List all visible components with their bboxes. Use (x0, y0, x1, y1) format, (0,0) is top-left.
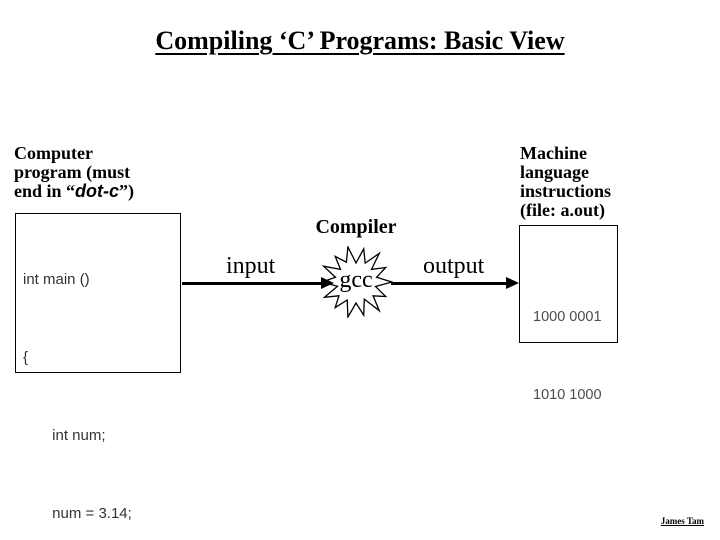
code-line: { (23, 349, 29, 366)
input-arrow-line (182, 282, 323, 285)
gcc-label: gcc (339, 267, 373, 293)
binary-line: 1010 1000 (533, 387, 602, 403)
input-label: input (226, 253, 276, 279)
author-credit: James Tam (660, 516, 704, 526)
code-line: int num; (23, 427, 106, 444)
c-source-code-box: int main () { int num; num = 3.14; : : } (15, 213, 181, 522)
source-label-line3-suffix: ”) (119, 181, 135, 201)
machine-label-line4: (file: a.out) (520, 200, 605, 220)
output-arrow-line (391, 282, 508, 285)
source-label-line3: end in “dot-c”) (14, 182, 184, 201)
output-arrowhead-icon (506, 277, 519, 289)
code-line: num = 3.14; (23, 505, 132, 522)
source-label-line2: program (must (14, 162, 131, 182)
source-program-label: Computer program (must end in “dot-c”) (14, 144, 184, 201)
machine-code-box: 1000 0001 1010 1000 (519, 225, 618, 403)
source-label-line1: Computer (14, 143, 93, 163)
code-line: int main () (23, 271, 90, 288)
dot-c-emphasis: dot-c (75, 181, 120, 201)
output-label: output (423, 253, 485, 279)
machine-label-line3: instructions (520, 181, 612, 201)
source-label-line3-prefix: end in “ (14, 181, 76, 201)
input-arrowhead-icon (321, 277, 334, 289)
machine-language-label: Machine language instructions (file: a.o… (520, 144, 660, 220)
machine-label-line2: language (520, 162, 590, 182)
slide-title: Compiling ‘C’ Programs: Basic View (155, 26, 565, 55)
binary-line: 1000 0001 (533, 309, 602, 325)
compiler-label: Compiler (315, 216, 397, 238)
machine-label-line1: Machine (520, 143, 587, 163)
